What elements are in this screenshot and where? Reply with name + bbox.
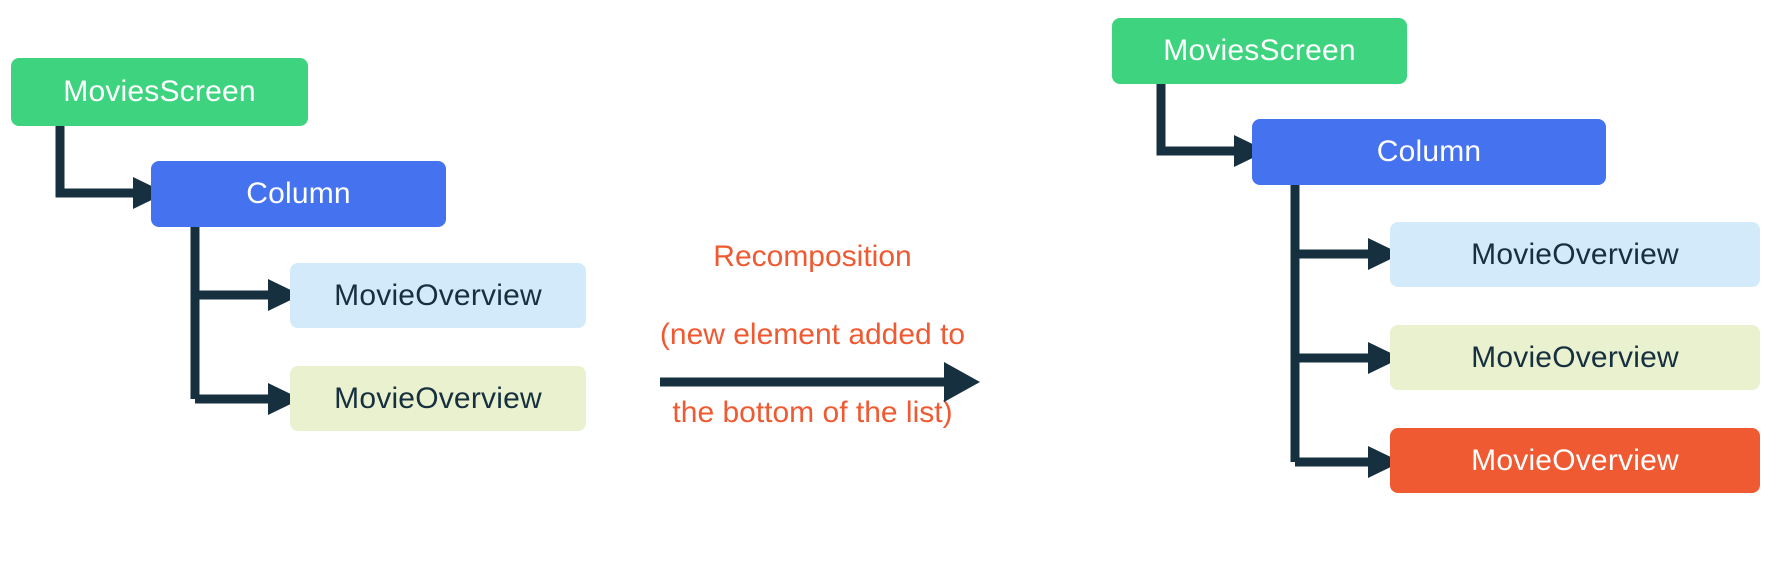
- after-connector-column-to-items: [1290, 185, 1401, 478]
- before-item-1: MovieOverview: [290, 366, 586, 431]
- after-node-column: Column: [1252, 119, 1606, 185]
- after-node-movies-screen: MoviesScreen: [1112, 18, 1407, 84]
- transition-caption-line-3: the bottom of the list): [672, 396, 953, 429]
- before-node-movies-screen: MoviesScreen: [11, 58, 308, 126]
- after-item-2: MovieOverview: [1390, 428, 1760, 493]
- before-item-0: MovieOverview: [290, 263, 586, 328]
- transition-caption-line-1: Recomposition: [713, 240, 912, 273]
- after-connector-screen-to-column: [1156, 84, 1267, 167]
- transition-caption-line-2: (new element added to: [659, 318, 966, 351]
- transition-caption: Recomposition (new element added to the …: [640, 198, 985, 471]
- before-node-column: Column: [151, 161, 446, 227]
- before-connector-screen-to-column: [55, 126, 166, 209]
- before-connector-column-to-items: [190, 227, 301, 415]
- after-item-1: MovieOverview: [1390, 325, 1760, 390]
- after-item-0: MovieOverview: [1390, 222, 1760, 287]
